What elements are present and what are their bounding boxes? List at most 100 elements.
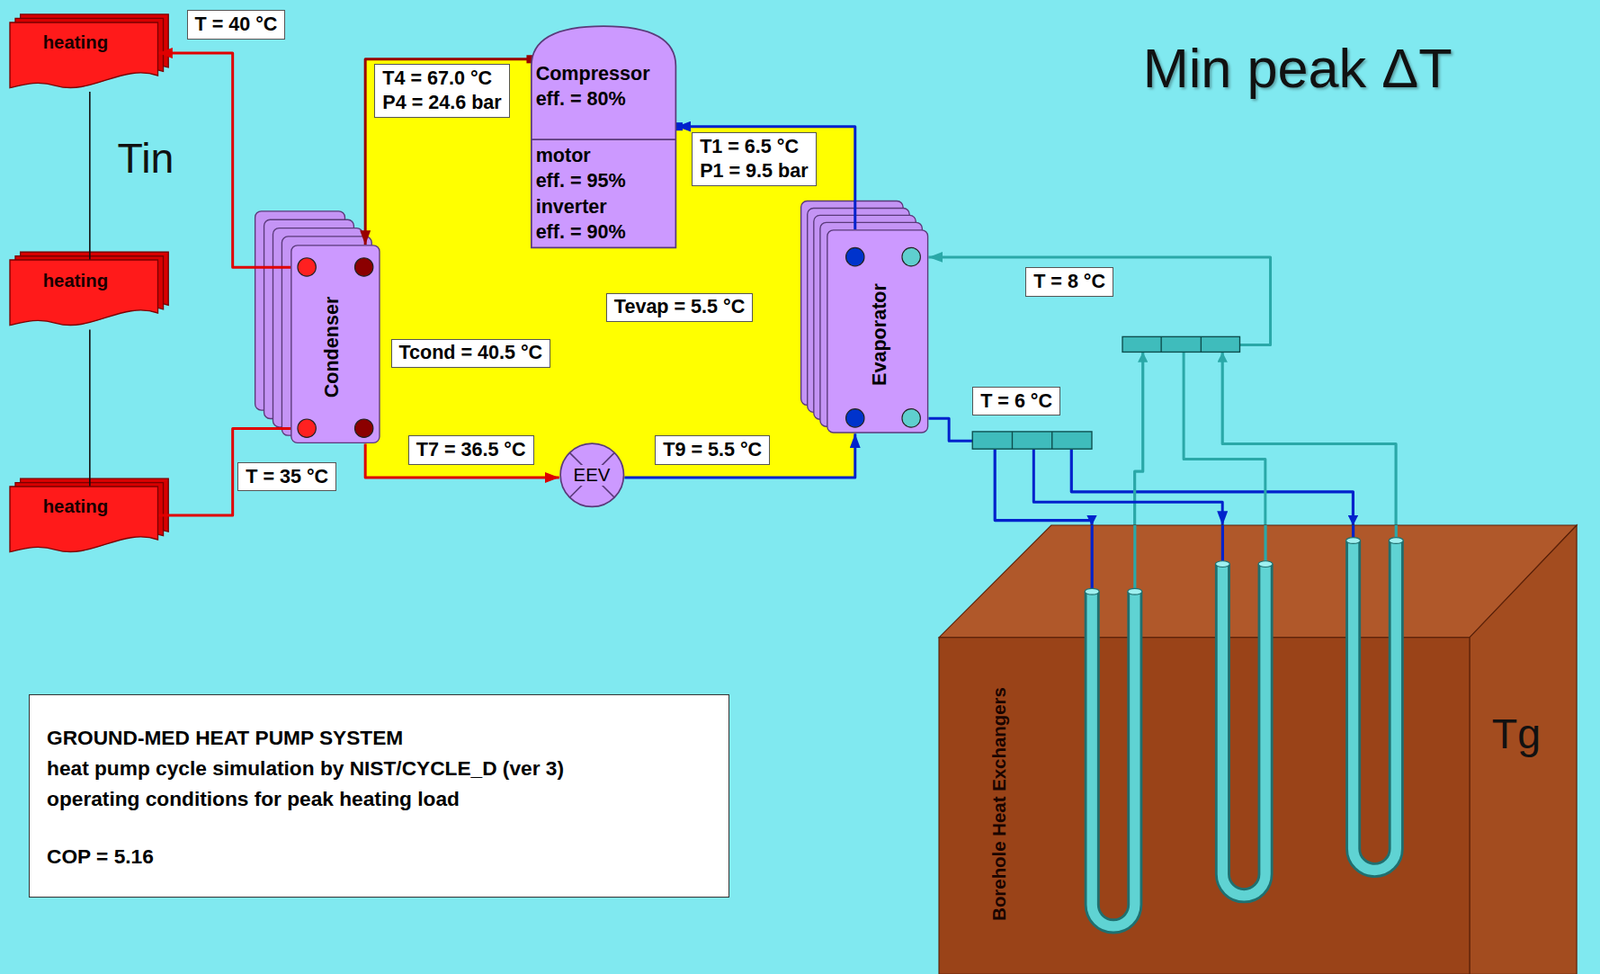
valve-body <box>560 444 624 508</box>
node-label: inverter <box>536 194 608 220</box>
node-label: T1 = 6.5 °C <box>699 134 799 160</box>
port-dot <box>297 258 316 277</box>
u-tube-outline <box>1352 540 1396 870</box>
supply-pipe <box>994 448 1092 526</box>
node-outline <box>938 525 1577 974</box>
tube-top <box>1215 561 1230 568</box>
node-label: T = 40 °C <box>195 12 278 37</box>
pipe-connector <box>158 53 292 268</box>
u-tube <box>1222 563 1266 896</box>
tube-top <box>1258 561 1273 568</box>
port-dot <box>846 248 865 267</box>
return-pipe <box>1135 351 1144 526</box>
value-tag: T1 = 6.5 °CP1 = 9.5 bar <box>691 132 816 186</box>
port-dot <box>846 409 865 428</box>
heating-unit: heating <box>9 22 159 92</box>
value-tag: T9 = 5.5 °C <box>654 435 770 465</box>
manifold-divider <box>1011 431 1013 449</box>
port-dot <box>902 409 921 428</box>
supply-stub <box>1221 525 1225 564</box>
heating-shape <box>9 22 159 89</box>
tube-top <box>1127 589 1143 596</box>
ground-block: Borehole Heat Exchangers <box>938 525 1577 974</box>
node-label: Tevap = 5.5 °C <box>614 294 745 320</box>
manifolds <box>972 336 1240 449</box>
compressor-divider <box>531 139 677 142</box>
node-label: Tcond = 40.5 °C <box>398 340 543 366</box>
node-label: Compressor <box>536 61 651 87</box>
value-tag: T = 35 °C <box>237 462 337 492</box>
node-label: heating <box>43 31 109 54</box>
node-label: eff. = 90% <box>536 219 626 245</box>
label-anchor: Min peak ΔT <box>1143 36 1453 100</box>
node-label: heat pump cycle simulation by NIST/CYCLE… <box>46 752 564 784</box>
node-label: P1 = 9.5 bar <box>699 159 808 184</box>
plate-heat-exchanger: Evaporator <box>826 229 929 434</box>
node-label: EEV <box>572 464 613 485</box>
tube-top <box>1084 589 1100 596</box>
supply-stub <box>1090 525 1093 592</box>
node-label: Evaporator <box>868 283 892 386</box>
value-tag: T = 6 °C <box>972 386 1061 416</box>
u-tube-outline <box>1091 591 1136 927</box>
pipe-connector <box>928 418 1223 526</box>
valve-cross <box>569 453 615 499</box>
caption-box: GROUND-MED HEAT PUMP SYSTEMheat pump cyc… <box>28 694 730 899</box>
value-tag: T4 = 67.0 °CP4 = 24.6 bar <box>374 63 510 117</box>
pipe-connector <box>365 59 531 245</box>
return-stub <box>1263 525 1267 564</box>
valve-cross <box>569 453 615 499</box>
label-anchor: Tg <box>1492 710 1541 759</box>
compressor-unit: Compressoreff. = 80%motoreff. = 95%inver… <box>530 25 677 248</box>
manifold <box>972 431 1092 449</box>
node-label: T = 8 °C <box>1033 269 1106 295</box>
return-pipe <box>1222 351 1396 526</box>
node-label: eff. = 80% <box>536 86 626 112</box>
node-label: Condenser <box>320 295 343 398</box>
node-label: COP = 5.16 <box>46 840 154 872</box>
pipe-connector <box>89 329 91 487</box>
annotation-text: Tg <box>1492 710 1541 759</box>
manifold-divider <box>1051 431 1053 449</box>
front-plate <box>291 245 380 444</box>
ground-side-face <box>1469 525 1577 974</box>
pipe-connector <box>928 257 1270 526</box>
plate-heat-exchanger: Condenser <box>290 244 381 444</box>
value-tag: T7 = 36.5 °C <box>408 435 535 465</box>
compressor-body <box>531 26 677 248</box>
node-label: heating <box>43 495 109 519</box>
manifold-divider <box>1160 336 1162 352</box>
front-plate <box>827 230 929 433</box>
annotation-text: Min peak ΔT <box>1143 36 1453 100</box>
pipe-connector <box>624 433 855 478</box>
node-label: GROUND-MED HEAT PUMP SYSTEM <box>46 722 403 753</box>
value-tag: Tevap = 5.5 °C <box>606 293 753 322</box>
heating-unit: heating <box>9 486 159 556</box>
tube-top <box>1345 537 1360 545</box>
pipe-connector <box>676 126 856 231</box>
u-tube <box>1352 540 1396 870</box>
port-dot <box>355 258 374 277</box>
heating-shape <box>9 259 159 326</box>
manifold <box>1122 336 1240 352</box>
tube-top <box>1388 537 1404 545</box>
node-label: operating conditions for peak heating lo… <box>46 783 460 814</box>
node-label: P4 = 24.6 bar <box>382 90 501 116</box>
node-label: heating <box>43 269 109 293</box>
annotation-text: Tin <box>116 134 174 183</box>
u-tube <box>1091 591 1136 927</box>
expansion-valve: EEV <box>559 442 626 509</box>
node-label: motor <box>536 143 591 169</box>
value-tag: Tcond = 40.5 °C <box>391 339 552 368</box>
node-label: T7 = 36.5 °C <box>416 437 527 463</box>
heating-shape <box>9 486 159 553</box>
label-anchor: Tin <box>116 134 174 183</box>
node-label: T4 = 67.0 °C <box>382 66 492 91</box>
node-label: T = 6 °C <box>980 389 1053 414</box>
heating-unit: heating <box>9 259 159 330</box>
value-tag: T = 8 °C <box>1025 267 1114 296</box>
pipe-connector <box>89 91 91 260</box>
return-stub <box>1133 525 1136 592</box>
